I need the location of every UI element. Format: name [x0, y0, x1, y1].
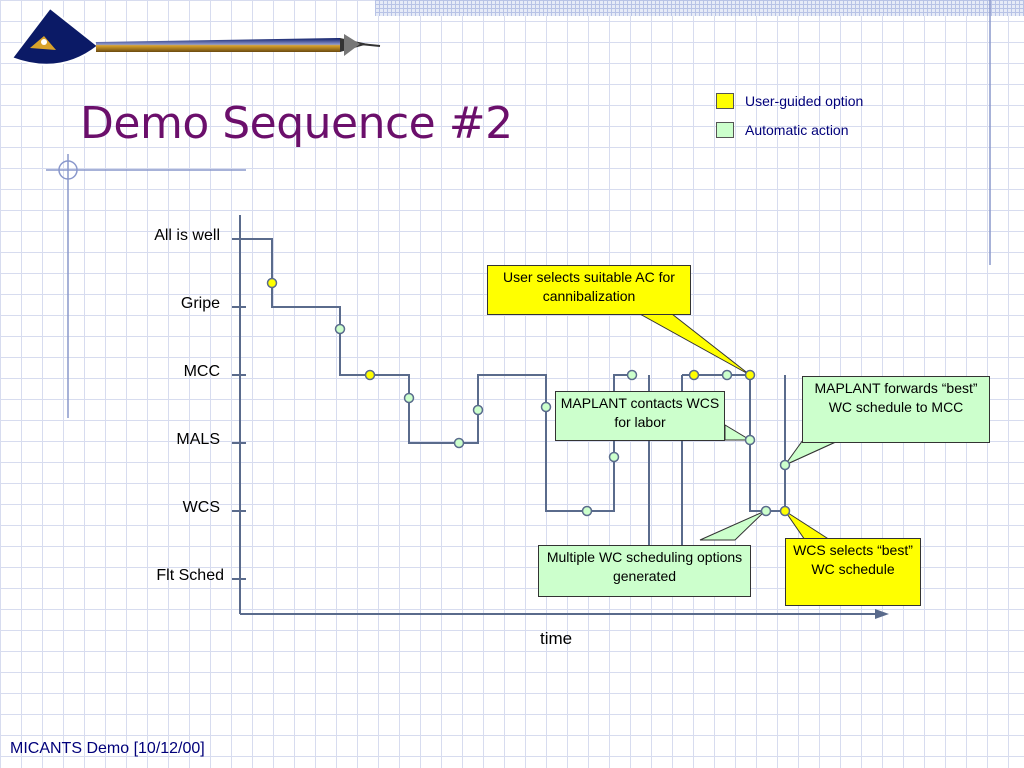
legend-user-guided: User-guided option	[716, 92, 863, 110]
auto-node	[334, 323, 346, 335]
level-label-flt-sched: Flt Sched	[156, 567, 224, 584]
logo	[10, 6, 381, 66]
header-pattern-band	[375, 0, 1024, 16]
callout-tail	[724, 424, 752, 441]
callout-maplant-forwards: MAPLANT forwards “best” WC schedule to M…	[802, 376, 990, 443]
level-label-mals: MALS	[176, 431, 220, 448]
auto-node	[608, 451, 620, 463]
legend-label: User-guided option	[745, 93, 864, 109]
auto-node	[540, 401, 552, 413]
callout-tail	[784, 510, 832, 541]
legend-label: Automatic action	[745, 122, 849, 138]
time-axis-label: time	[540, 629, 573, 648]
level-label-all-is-well: All is well	[154, 227, 220, 244]
user-node	[364, 369, 376, 381]
sequence-path	[240, 238, 636, 512]
auto-node	[744, 434, 756, 446]
auto-node	[581, 505, 593, 517]
user-node	[779, 505, 791, 517]
user-node	[688, 369, 700, 381]
legend-swatch-user	[716, 93, 734, 109]
level-label-wcs: WCS	[182, 499, 220, 516]
callout-wcs-selects: WCS selects “best” WC schedule	[785, 538, 921, 606]
callout-tail	[638, 313, 751, 376]
user-node	[744, 369, 756, 381]
auto-node	[472, 404, 484, 416]
auto-node	[779, 459, 791, 471]
callout-text: User selects suitable AC for cannibaliza…	[503, 269, 675, 304]
callout-multiple-wc: Multiple WC scheduling options generated	[538, 545, 751, 597]
legend-swatch-auto	[716, 122, 734, 138]
callout-maplant-contacts: MAPLANT contacts WCS for labor	[555, 391, 725, 441]
auto-node	[626, 369, 638, 381]
callout-text: WCS selects “best” WC schedule	[793, 542, 913, 577]
callout-text: Multiple WC scheduling options generated	[546, 549, 743, 584]
user-node	[266, 277, 278, 289]
callout-tail	[699, 510, 766, 541]
legend-automatic: Automatic action	[716, 121, 849, 139]
auto-node	[721, 369, 733, 381]
callout-text: MAPLANT forwards “best” WC schedule to M…	[814, 380, 978, 415]
level-label-mcc: MCC	[183, 363, 220, 380]
page-title: Demo Sequence #2	[80, 98, 513, 149]
footer-text: MICANTS Demo [10/12/00]	[10, 740, 205, 757]
auto-node	[403, 392, 415, 404]
auto-node	[453, 437, 465, 449]
auto-node	[760, 505, 772, 517]
callout-tail	[783, 439, 841, 467]
level-label-gripe: Gripe	[180, 295, 220, 312]
callout-user-selects-ac: User selects suitable AC for cannibaliza…	[487, 265, 691, 315]
callout-text: MAPLANT contacts WCS for labor	[560, 395, 720, 430]
x-axis-arrowhead	[875, 609, 889, 619]
